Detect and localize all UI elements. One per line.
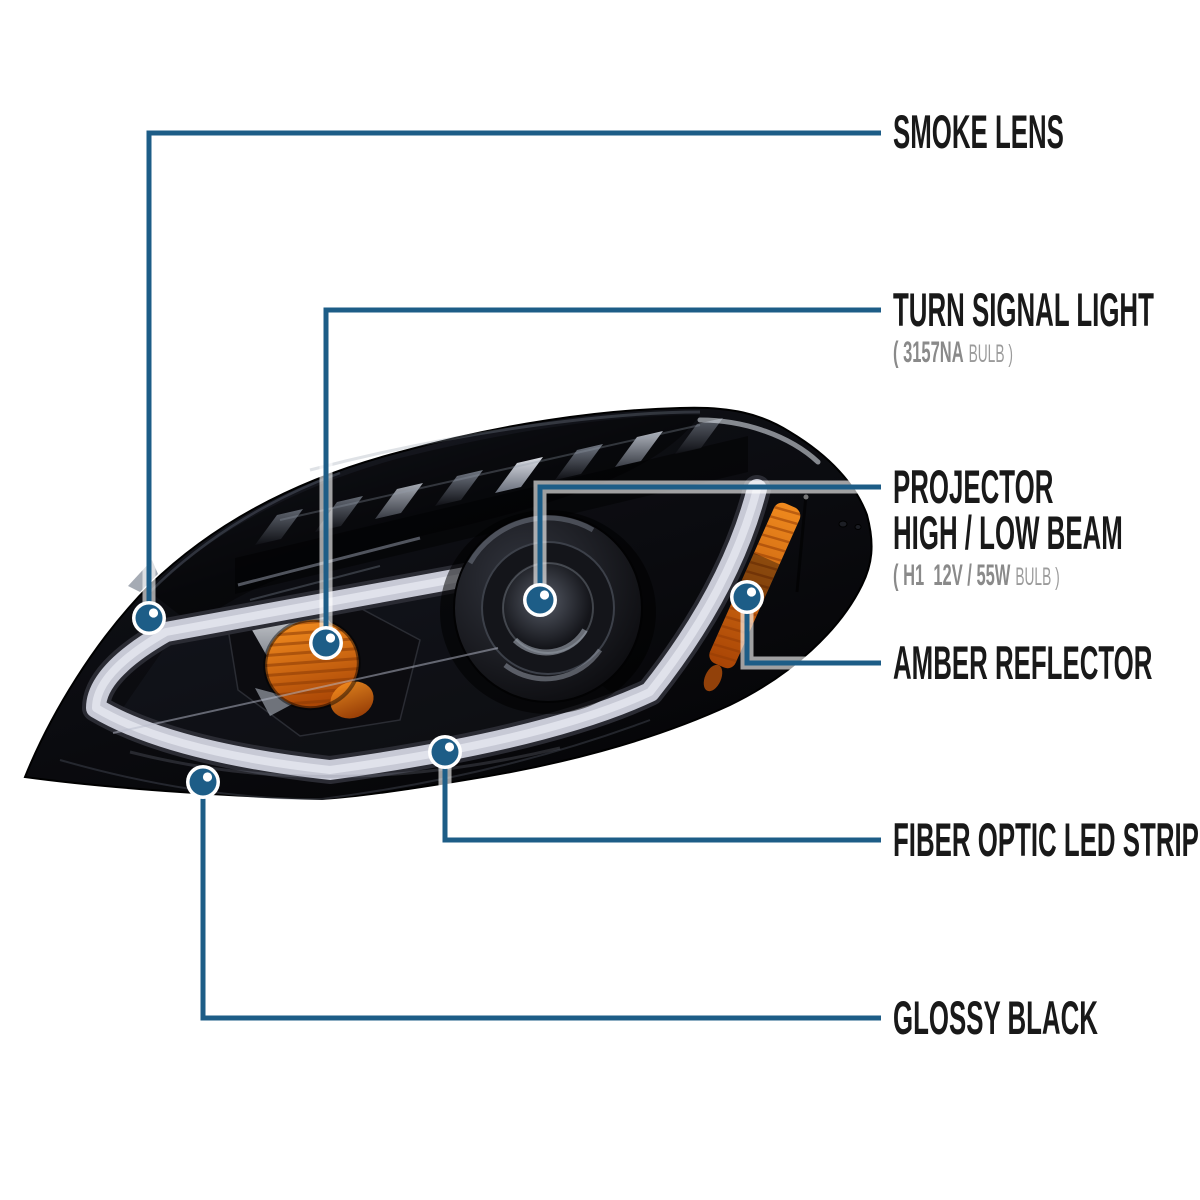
callout-markers: [132, 580, 764, 799]
callout-line-projector: [537, 484, 881, 600]
label-text: GLOSSY BLACK: [893, 991, 1098, 1044]
amber-reflector-lower: [703, 664, 723, 692]
callout-line-turn-signal: [323, 307, 881, 643]
label-text: AMBER REFLECTOR: [893, 636, 1153, 689]
marker-turn-signal: [309, 626, 343, 660]
marker-smoke-lens: [132, 601, 166, 635]
slat-band: [235, 436, 748, 594]
marker-glossy-black: [186, 765, 220, 799]
led-strip-tube: [82, 475, 771, 784]
label-text: SMOKE LENS: [893, 105, 1064, 158]
marker-fiber-optic: [428, 735, 462, 769]
top-shade-band: [150, 414, 700, 627]
label-text: FIBER OPTIC LED STRIP: [893, 813, 1199, 866]
callout-line-glossy: [200, 782, 881, 1021]
bulb-spec: ( H1 12V / 55W: [893, 559, 1011, 592]
marker-amber-reflector: [730, 580, 764, 614]
callout-label-amber-reflector: AMBER REFLECTOR: [893, 636, 1200, 689]
bulb-word: BULB ): [968, 340, 1013, 368]
callout-line-fiber: [442, 752, 881, 843]
callout-line-amber: [744, 597, 881, 666]
callout-label-projector-high-low-beam: PROJECTOR HIGH / LOW BEAM ( H1 12V / 55W…: [893, 460, 1200, 595]
label-text-line2: HIGH / LOW BEAM: [893, 506, 1123, 559]
marker-projector: [523, 583, 557, 617]
label-text-line1: PROJECTOR: [893, 460, 1054, 513]
callout-label-fiber-optic-led-strip: FIBER OPTIC LED STRIP: [893, 813, 1200, 866]
label-text: TURN SIGNAL LIGHT: [893, 283, 1154, 336]
callout-label-glossy-black: GLOSSY BLACK: [893, 991, 1200, 1044]
callout-label-smoke-lens: SMOKE LENS: [893, 105, 1200, 158]
bulb-spec: ( 3157NA: [893, 336, 964, 369]
headlight-body: [23, 406, 873, 801]
bulb-word: BULB ): [1015, 563, 1060, 591]
body-details: [59, 410, 862, 801]
callout-line-smoke-lens: [146, 130, 881, 618]
callout-line-glossy-casing: [196, 782, 881, 1025]
callout-lines: [132, 126, 881, 1025]
